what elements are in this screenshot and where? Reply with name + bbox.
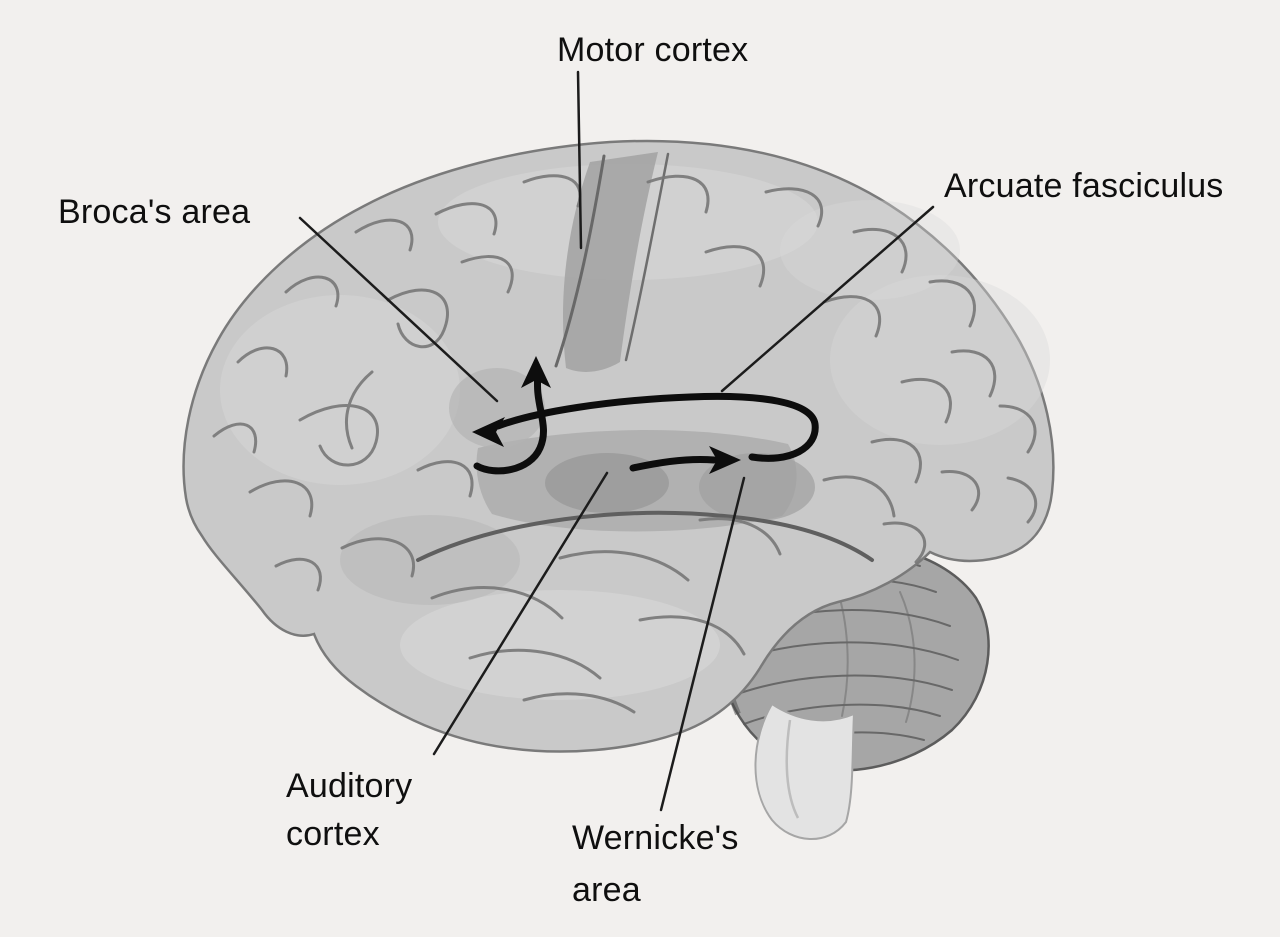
wernickes-area-label-line1: Wernicke's [572,819,739,857]
motor-cortex-region [563,152,658,372]
wernickes-area-region [699,453,815,521]
lateral-sulcus [416,510,874,562]
leader-lines [298,70,935,812]
arcuate-fasciculus-leader-line [720,205,935,393]
motor-cortex-label: Motor cortex [557,31,749,69]
gyri-lines [212,174,1038,714]
auditory-cortex-leader-line [432,471,609,756]
motor-cortex-leader-line [576,70,583,250]
arcuate-fasciculus-label: Arcuate fasciculus [944,167,1224,205]
arrowhead-right [709,446,741,474]
auditory-cortex-label-line1: Auditory [286,767,413,805]
wernickes-area-label: Wernicke's area [572,812,739,916]
wernickes-area-label-line2: area [572,871,641,909]
broca-to-motor-arrow [473,356,551,475]
brainstem [754,702,856,840]
pathway-arrows [472,356,819,475]
arcuate-pathway-arrow [472,392,819,462]
arrowhead-up [521,356,551,388]
arrowhead-left [472,417,505,447]
brocas-area-label: Broca's area [58,193,251,231]
major-sulci [416,152,874,562]
auditory-to-wernicke-arrow [629,446,741,474]
central-sulcus [554,154,606,368]
auditory-cortex-label: Auditory cortex [286,762,412,858]
auditory-cortex-label-line2: cortex [286,815,380,853]
wernickes-area-leader-line [659,476,746,812]
cerebrum [182,139,1055,753]
brocas-area-leader-line [298,216,499,403]
